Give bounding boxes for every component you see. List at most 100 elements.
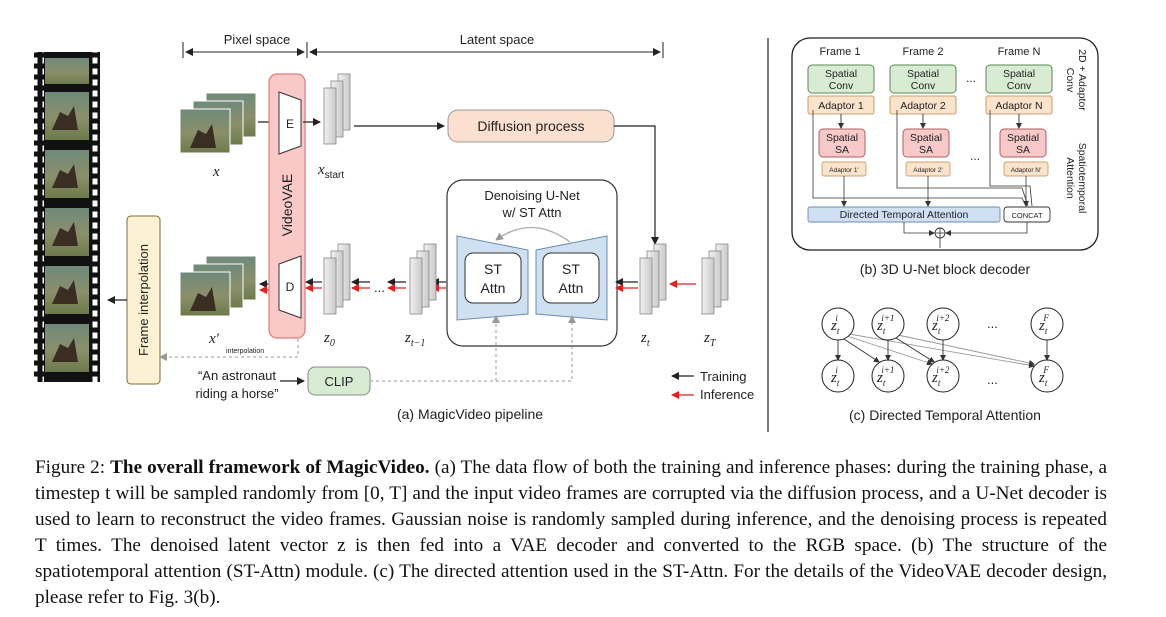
frame-2-label: Frame 2 (903, 46, 944, 58)
decoder-shape (278, 255, 302, 319)
svg-text:Adaptor N': Adaptor N' (1011, 167, 1042, 174)
svg-text:Adaptor 2': Adaptor 2' (913, 167, 942, 174)
svg-text:zti: zti (830, 365, 840, 388)
svg-text:zti+1: zti+1 (876, 365, 894, 388)
svg-text:Adaptor N: Adaptor N (995, 100, 1042, 112)
skip-connection-arrow (495, 226, 571, 243)
dta-node-top-4: ztF (1030, 307, 1064, 341)
adaptor-2-prime: Adaptor 2' (905, 161, 951, 177)
dta-node-bottom-4: ztF (1030, 359, 1064, 393)
figure-diagram: Frame interpolation Pixel space Latent s… (34, 32, 1099, 432)
svg-text:Adaptor 1: Adaptor 1 (818, 100, 864, 112)
dta-node-top-1: zti (821, 307, 855, 341)
dta-graph-edges (835, 333, 1050, 369)
svg-text:ztF: ztF (1038, 313, 1049, 336)
st-attn-block-right (542, 252, 600, 304)
spatial-sa-2: Spatial SA (902, 128, 950, 158)
caption-title: The overall framework of MagicVideo. (110, 457, 430, 478)
pixel-space-label: Pixel space (224, 32, 290, 47)
interpolation-dashed-path (159, 339, 299, 361)
dta-node-bottom-2: zti+1 (871, 359, 905, 393)
frame-1-label: Frame 1 (820, 46, 861, 58)
svg-text:Spatial: Spatial (910, 132, 942, 144)
svg-text:Conv: Conv (1007, 80, 1032, 92)
dta-node-top-3: zti+2 (926, 307, 960, 341)
unet-title-2: w/ ST Attn (501, 205, 561, 220)
spatial-conv-1: Spatial Conv (807, 64, 875, 94)
caption-body: (a) The data flow of both the training a… (35, 457, 1108, 608)
legend-training-label: Training (700, 369, 746, 384)
dta-bar-label: Directed Temporal Attention (840, 209, 969, 221)
spatial-conv-2: Spatial Conv (889, 64, 957, 94)
side-label-st-1: Spatiotemporal (1076, 143, 1088, 214)
frame-interpolation-label: Frame interpolation (136, 244, 151, 356)
adaptor-n: Adaptor N (985, 95, 1053, 115)
z-t-minus-1-latent (409, 243, 437, 315)
z-T-label: zT (703, 330, 717, 349)
videovae-label: VideoVAE (279, 174, 295, 237)
svg-text:SA: SA (835, 144, 849, 156)
legend-inference-label: Inference (700, 387, 754, 402)
output-frames (179, 255, 257, 317)
svg-text:Adaptor 1': Adaptor 1' (829, 167, 858, 174)
film-strip (34, 52, 100, 382)
z-t-label: zt (640, 330, 650, 349)
dta-node-bottom-1: zti (821, 359, 855, 393)
adaptor-1: Adaptor 1 (807, 95, 875, 115)
adaptor-1-prime: Adaptor 1' (821, 161, 867, 177)
z-T-latent (701, 243, 729, 315)
dta-node-bottom-3: zti+2 (926, 359, 960, 393)
st-attn-right-attn: Attn (559, 280, 584, 296)
x-start-latent (323, 73, 351, 145)
svg-text:zti+1: zti+1 (876, 313, 894, 336)
conv-ellipsis: ... (966, 71, 976, 85)
spatial-sa-n: Spatial SA (999, 128, 1047, 158)
dta-top-ellipsis: ... (987, 316, 998, 331)
figure-caption: Figure 2: The overall framework of Magic… (35, 455, 1107, 611)
z-t-minus-1-label: zt−1 (404, 330, 425, 349)
x-start-label: xstart (317, 162, 344, 181)
x-label: x (212, 164, 220, 180)
x-prime-label: x′ (208, 331, 220, 347)
frame-n-label: Frame N (998, 46, 1041, 58)
svg-text:ztF: ztF (1038, 365, 1049, 388)
svg-text:zti+2: zti+2 (931, 365, 950, 388)
spatial-conv-n: Spatial Conv (985, 64, 1053, 94)
svg-text:Spatial: Spatial (1007, 132, 1039, 144)
caption-c: (c) Directed Temporal Attention (849, 407, 1041, 423)
svg-text:SA: SA (919, 144, 933, 156)
z-0-label: z0 (323, 330, 335, 349)
spatial-sa-1: Spatial SA (818, 128, 866, 158)
dta-node-top-2: zti+1 (871, 307, 905, 341)
z-0-latent (323, 243, 351, 315)
prompt-line-2: riding a horse” (195, 386, 278, 401)
adaptor-n-prime: Adaptor N' (1003, 161, 1049, 177)
encoder-label: E (286, 117, 294, 131)
prompt-line-1: “An astronaut (198, 368, 276, 383)
st-attn-left-st: ST (484, 261, 502, 277)
film-frame (45, 92, 89, 140)
dta-bottom-ellipsis: ... (987, 372, 998, 387)
caption-label: Figure 2: (35, 457, 106, 478)
side-label-conv-2: Conv (1064, 68, 1076, 93)
concat-label: CONCAT (1011, 211, 1043, 220)
encoder-shape (278, 91, 302, 155)
svg-text:zti+2: zti+2 (931, 313, 950, 336)
diffusion-process-label: Diffusion process (477, 118, 584, 134)
z-t-latent (639, 243, 667, 315)
latent-ellipsis: ... (374, 280, 385, 295)
interpolation-note: interpolation (226, 348, 264, 355)
film-frame (45, 150, 89, 198)
clip-conditioning-path (370, 315, 576, 382)
svg-text:Conv: Conv (829, 80, 854, 92)
svg-text:Spatial: Spatial (826, 132, 858, 144)
st-attn-block-left (464, 252, 522, 304)
clip-label: CLIP (325, 374, 354, 389)
decoder-label: D (286, 280, 295, 294)
side-label-st-2: Attention (1064, 157, 1076, 199)
caption-a: (a) MagicVideo pipeline (397, 406, 543, 422)
st-attn-left-attn: Attn (481, 280, 506, 296)
sa-ellipsis: ... (970, 149, 980, 163)
side-label-conv-1: 2D + Adaptor (1076, 49, 1088, 111)
film-frame (45, 324, 89, 372)
